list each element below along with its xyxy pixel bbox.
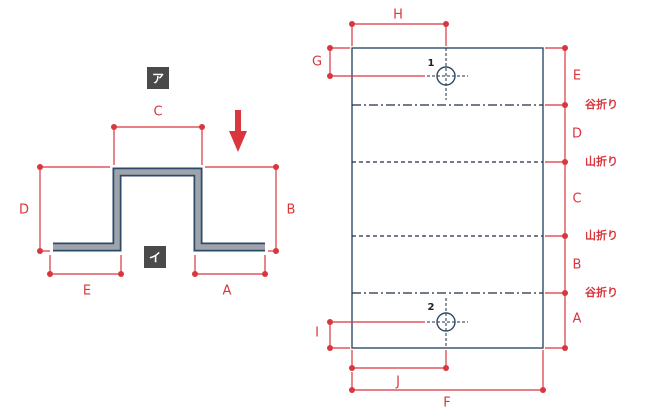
hole-2: 2 [427, 298, 468, 348]
dimension-c [111, 124, 205, 165]
badge-bottom: イ [144, 246, 166, 268]
dim-label-e-right: E [573, 69, 581, 84]
fold-label-mountain-1: 山折り [585, 154, 618, 168]
dimension-b [205, 164, 279, 254]
dim-label-e: E [83, 284, 91, 299]
flat-pattern-view: 1 2 H G [312, 8, 618, 411]
badge-top: ア [147, 67, 169, 89]
badge-bottom-label: イ [149, 251, 161, 265]
dimension-i [327, 319, 425, 351]
fold-label-valley-2: 谷折り [585, 285, 618, 299]
profile-part [53, 167, 265, 252]
down-arrow-icon [229, 110, 247, 152]
dim-label-h: H [393, 8, 403, 23]
dim-label-g: G [312, 55, 322, 70]
dim-label-a-right: A [573, 312, 582, 327]
dimension-f [349, 350, 546, 393]
hole-1: 1 [427, 48, 468, 100]
hole-number-2: 2 [428, 302, 435, 313]
fold-lines [352, 104, 543, 294]
dimension-e [47, 255, 124, 277]
dim-label-f: F [443, 396, 450, 411]
dim-label-a: A [223, 284, 232, 299]
dimension-right-stack [545, 45, 568, 351]
profile-view: ア イ C D [19, 67, 295, 299]
dimension-d [37, 164, 110, 254]
dim-label-b: B [287, 203, 296, 218]
dim-label-j: J [395, 375, 400, 390]
sheet-outline [351, 47, 544, 349]
dimension-j [349, 350, 449, 371]
dimension-h [349, 21, 449, 46]
dim-label-b-right: B [573, 258, 582, 273]
dimension-g [327, 45, 425, 79]
dim-label-c-right: C [572, 192, 581, 207]
badge-top-label: ア [152, 72, 164, 86]
fold-label-valley-1: 谷折り [585, 97, 618, 111]
dimension-a [192, 255, 268, 277]
dim-label-i: I [315, 326, 319, 341]
dim-label-c: C [153, 105, 162, 120]
hole-number-1: 1 [428, 58, 435, 69]
dim-label-d-right: D [572, 127, 582, 142]
dim-label-d: D [19, 203, 29, 218]
fold-label-mountain-2: 山折り [585, 228, 618, 242]
